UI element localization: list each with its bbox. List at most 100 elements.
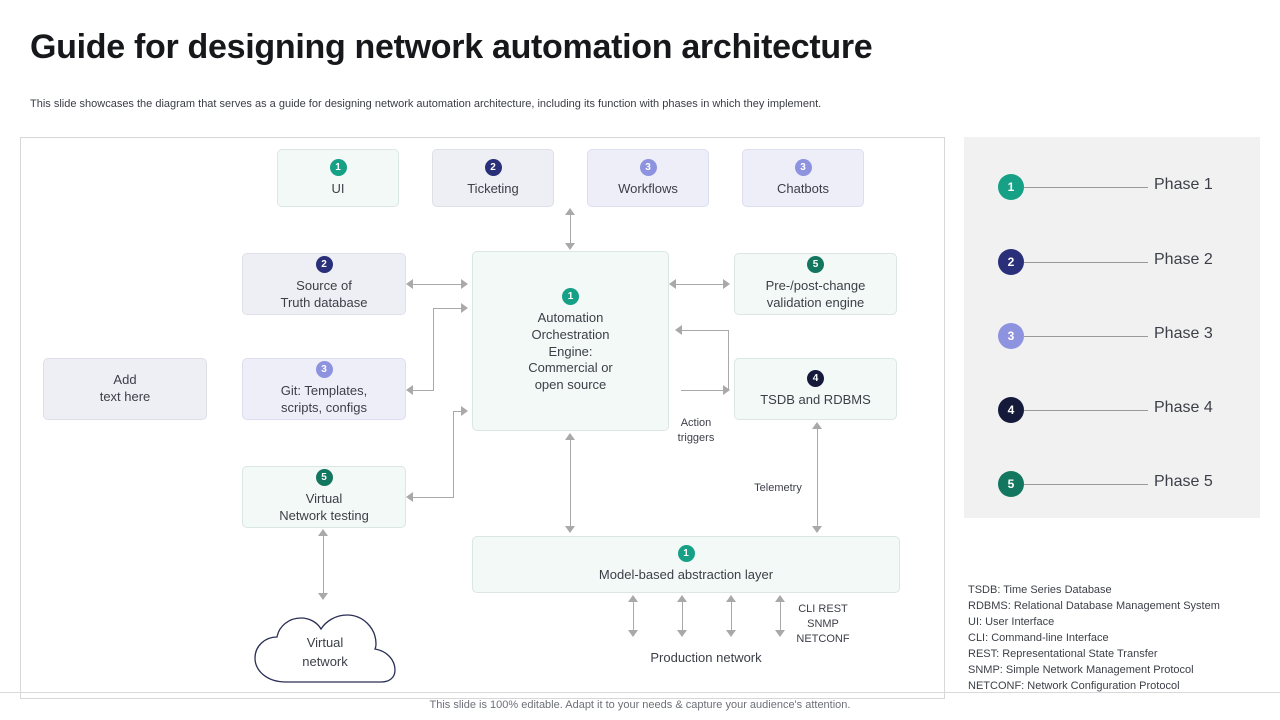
legend-connector-line bbox=[1024, 336, 1148, 337]
legend-panel: 1 Phase 1 2 Phase 2 3 Phase 3 4 Phase 4 … bbox=[964, 137, 1260, 518]
page-title: Guide for designing network automation a… bbox=[30, 28, 873, 66]
phase-badge-1: 1 bbox=[677, 545, 695, 563]
node-label: Ticketing bbox=[467, 180, 519, 196]
page-subtitle: This slide showcases the diagram that se… bbox=[30, 98, 822, 110]
connector-tsdb-abstraction bbox=[817, 428, 818, 528]
legend-connector-line bbox=[1024, 484, 1148, 485]
connector-engine-abstraction bbox=[570, 438, 571, 529]
connector-engine-virtualtest-vert bbox=[453, 411, 454, 497]
connector-production-3 bbox=[731, 601, 732, 632]
node-label: Virtual Network testing bbox=[279, 491, 369, 523]
phase-badge-5: 5 bbox=[315, 469, 333, 487]
legend-dot-5: 5 bbox=[998, 471, 1024, 497]
node-tsdb-rdbms[interactable]: 4 TSDB and RDBMS bbox=[734, 358, 897, 420]
legend-connector-line bbox=[1024, 187, 1148, 188]
legend-connector-line bbox=[1024, 262, 1148, 263]
label-action-triggers: Action triggers bbox=[677, 417, 715, 444]
phase-badge-3: 3 bbox=[315, 361, 333, 379]
arrow-right-icon bbox=[461, 406, 468, 416]
node-git[interactable]: 3 Git: Templates, scripts, configs bbox=[242, 358, 406, 420]
phase-badge-5: 5 bbox=[807, 256, 824, 274]
connector-production-2 bbox=[682, 601, 683, 632]
phase-badge-2: 2 bbox=[315, 256, 333, 274]
node-label: Pre-/post-change validation engine bbox=[765, 278, 866, 310]
phase-badge-4: 4 bbox=[807, 369, 824, 387]
cloud-label: Virtual network bbox=[302, 635, 348, 669]
node-label: Source of Truth database bbox=[280, 278, 368, 310]
legend-dot-1: 1 bbox=[998, 174, 1024, 200]
node-chatbots[interactable]: 3 Chatbots bbox=[742, 149, 864, 207]
abbreviation-item: UI: User Interface bbox=[968, 616, 1055, 628]
node-workflows[interactable]: 3 Workflows bbox=[587, 149, 709, 207]
legend-label: Phase 3 bbox=[1154, 325, 1213, 342]
connector-engine-tsdb-bottom bbox=[681, 390, 729, 391]
label-production-network: Production network bbox=[650, 650, 762, 665]
arrow-right-icon bbox=[461, 279, 468, 289]
arrow-up-icon bbox=[565, 433, 575, 440]
node-label: Automation Orchestration Engine: Commerc… bbox=[528, 309, 613, 393]
connector-production-1 bbox=[633, 601, 634, 632]
arrow-right-icon bbox=[461, 303, 468, 313]
phase-badge-3: 3 bbox=[639, 158, 657, 176]
arrow-down-icon bbox=[726, 630, 736, 637]
node-source-of-truth[interactable]: 2 Source of Truth database bbox=[242, 253, 406, 315]
arrow-down-icon bbox=[565, 243, 575, 250]
legend-item-phase-2[interactable]: 2 Phase 2 bbox=[998, 249, 1228, 275]
connector-git-engine-in-vert bbox=[433, 308, 434, 390]
legend-item-phase-5[interactable]: 5 Phase 5 bbox=[998, 471, 1228, 497]
arrow-left-icon bbox=[669, 279, 676, 289]
phase-badge-2: 2 bbox=[484, 158, 502, 176]
node-ui[interactable]: 1 UI bbox=[277, 149, 399, 207]
legend-label: Phase 1 bbox=[1154, 176, 1213, 193]
node-label: Add text here bbox=[99, 372, 151, 404]
label-telemetry: Telemetry bbox=[754, 482, 802, 494]
legend-label: Phase 4 bbox=[1154, 399, 1213, 416]
legend-item-phase-3[interactable]: 3 Phase 3 bbox=[998, 323, 1228, 349]
node-validation-engine[interactable]: 5 Pre-/post-change validation engine bbox=[734, 253, 897, 315]
node-ticketing[interactable]: 2 Ticketing bbox=[432, 149, 554, 207]
connector-engine-validation bbox=[675, 284, 728, 285]
legend-item-phase-1[interactable]: 1 Phase 1 bbox=[998, 174, 1228, 200]
arrow-up-icon bbox=[812, 422, 822, 429]
footer-divider bbox=[0, 692, 1280, 693]
label-protocols: CLI REST SNMP NETCONF bbox=[796, 603, 850, 645]
node-virtual-network-testing[interactable]: 5 Virtual Network testing bbox=[242, 466, 406, 528]
node-label: UI bbox=[331, 180, 345, 196]
arrow-left-icon bbox=[406, 279, 413, 289]
connector-production-4 bbox=[780, 601, 781, 632]
node-label: TSDB and RDBMS bbox=[760, 391, 871, 407]
connector-engine-tsdb-vert bbox=[728, 330, 729, 390]
node-label: Chatbots bbox=[776, 180, 830, 196]
cloud-icon bbox=[254, 614, 396, 683]
node-automation-orchestration-engine[interactable]: 1 Automation Orchestration Engine: Comme… bbox=[472, 251, 669, 431]
arrow-left-icon bbox=[675, 325, 682, 335]
arrow-up-icon bbox=[318, 529, 328, 536]
arrow-down-icon bbox=[318, 593, 328, 600]
node-label: Model-based abstraction layer bbox=[598, 567, 774, 583]
node-label: Git: Templates, scripts, configs bbox=[280, 383, 368, 415]
node-add-text-here[interactable]: Add text here bbox=[43, 358, 207, 420]
arrow-up-icon bbox=[677, 595, 687, 602]
arrow-down-icon bbox=[628, 630, 638, 637]
connector-engine-virtualtest-top bbox=[453, 411, 466, 412]
legend-label: Phase 2 bbox=[1154, 251, 1213, 268]
node-abstraction-layer[interactable]: 1 Model-based abstraction layer bbox=[472, 536, 900, 593]
abbreviation-item: RDBMS: Relational Database Management Sy… bbox=[968, 600, 1220, 612]
arrow-right-icon bbox=[723, 385, 730, 395]
phase-badge-1: 1 bbox=[562, 287, 579, 305]
legend-label: Phase 5 bbox=[1154, 473, 1213, 490]
legend-connector-line bbox=[1024, 410, 1148, 411]
connector-engine-tsdb-top bbox=[681, 330, 729, 331]
connector-git-engine-in-top bbox=[433, 308, 466, 309]
legend-dot-4: 4 bbox=[998, 397, 1024, 423]
footer-note: This slide is 100% editable. Adapt it to… bbox=[429, 699, 851, 711]
phase-badge-3: 3 bbox=[794, 158, 812, 176]
cloud-virtual-network[interactable]: Virtual network bbox=[250, 608, 400, 686]
diagram-panel: 1 UI 2 Ticketing 3 Workflows 3 Chatbots … bbox=[20, 137, 945, 699]
abbreviation-item: NETCONF: Network Configuration Protocol bbox=[968, 680, 1180, 692]
legend-item-phase-4[interactable]: 4 Phase 4 bbox=[998, 397, 1228, 423]
arrow-up-icon bbox=[565, 208, 575, 215]
legend-dot-3: 3 bbox=[998, 323, 1024, 349]
connector-virtualtest-cloud bbox=[323, 535, 324, 595]
